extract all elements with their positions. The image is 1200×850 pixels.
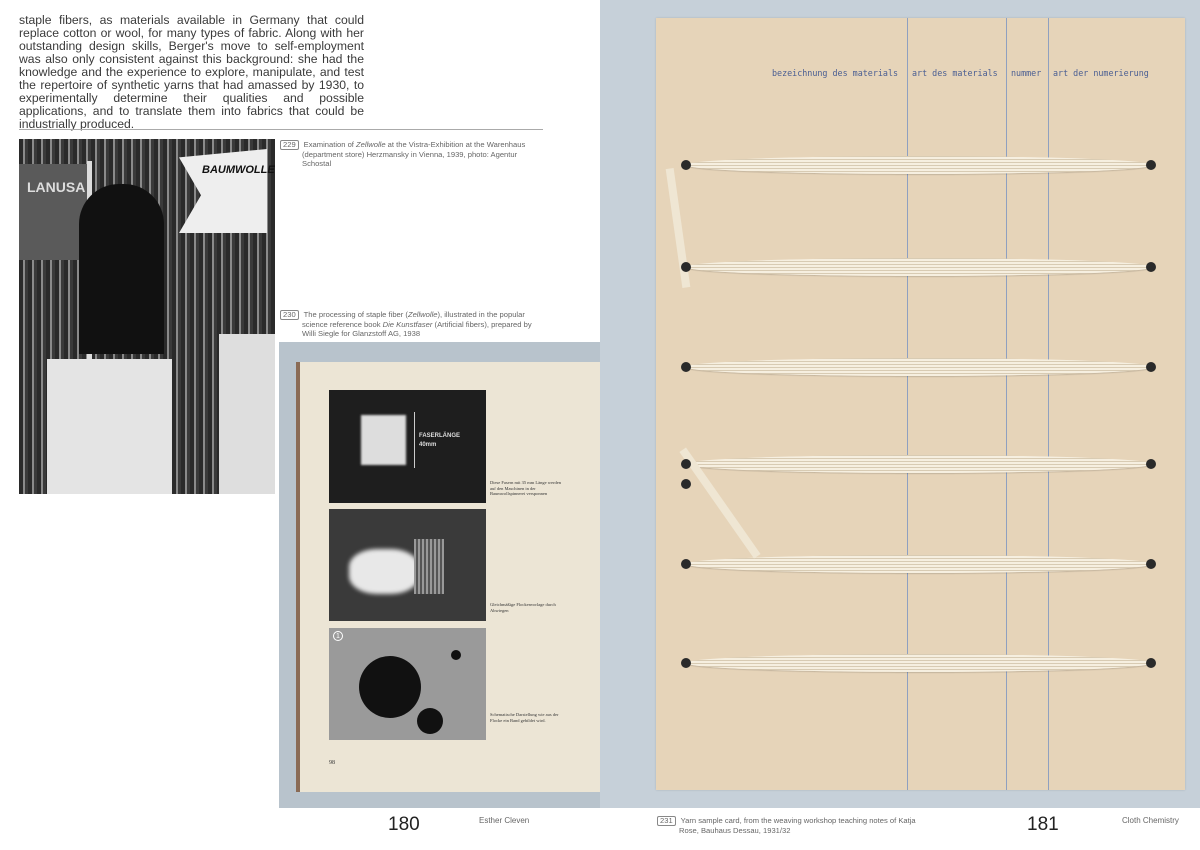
figure-number: 230: [280, 310, 299, 320]
yarn-sample: [686, 156, 1152, 174]
book-photo: FASERLÄNGE 40mm Diese Fasern mit 35 mm L…: [279, 342, 600, 808]
caption-italic: Die Kunstfaser: [382, 320, 433, 329]
fiber-image: FASERLÄNGE 40mm: [329, 390, 486, 503]
diagram-number: 1: [333, 631, 343, 641]
card-header: nummer: [1011, 68, 1042, 78]
figure-number: 229: [280, 140, 299, 150]
card-header: bezeichnung des materials: [772, 68, 899, 78]
caption-230: 230 The processing of staple fiber (Zellw…: [280, 310, 545, 338]
yarn-sample: [686, 258, 1152, 276]
book-caption: Diese Fasern mit 35 mm Länge werden auf …: [490, 480, 561, 496]
yarn-sample: [686, 654, 1152, 672]
book-caption: Schematische Darstellung wie aus der Flo…: [490, 712, 559, 723]
yarn-sample: [686, 555, 1152, 573]
chapter-title: Cloth Chemistry: [1122, 816, 1179, 825]
caption-italic: Zellwolle: [407, 310, 438, 319]
length-label: 40mm: [419, 442, 437, 448]
sign-lanusa: LANUSA: [27, 179, 86, 195]
card-header: art des materials: [912, 68, 998, 78]
sign-baumwolle: BAUMWOLLE: [202, 164, 275, 176]
page-number-right: 181: [1027, 814, 1059, 835]
diagram-image: 1: [329, 628, 486, 740]
book-page-number: 98: [329, 760, 335, 766]
yarn-sample: [686, 455, 1152, 473]
machine-image: [329, 509, 486, 621]
figure-number: 231: [657, 816, 676, 826]
caption-text: Examination of: [303, 140, 357, 149]
card-header: art der numerierung: [1053, 68, 1149, 78]
body-text: staple fibers, as materials available in…: [19, 13, 364, 131]
caption-text: Yarn sample card, from the weaving works…: [679, 816, 916, 835]
book-page: FASERLÄNGE 40mm Diese Fasern mit 35 mm L…: [300, 362, 600, 792]
caption-text: The processing of staple fiber (: [303, 310, 408, 319]
caption-229: 229 Examination of Zellwolle at the Vistr…: [280, 140, 545, 168]
caption-italic: Zellwolle: [356, 140, 386, 149]
yarn-sample: [686, 358, 1152, 376]
page-number-left: 180: [388, 814, 420, 835]
exhibition-photo: LANUSA BAUMWOLLE: [19, 139, 275, 494]
divider: [19, 129, 543, 130]
fiber-label: FASERLÄNGE: [419, 433, 461, 439]
yarn-sample-card: bezeichnung des materials art des materi…: [656, 18, 1185, 790]
author-name: Esther Cleven: [479, 816, 530, 825]
caption-text: ), illustrated in the popular science re…: [302, 310, 525, 329]
caption-text: (Artificial fibers), prepared by Willi S…: [302, 320, 532, 338]
caption-text: at the Vistra-Exhibition at the Warenhau…: [302, 140, 526, 168]
book-caption: Gleichmäßige Flockenvorlage durch Abwieg…: [490, 602, 556, 613]
